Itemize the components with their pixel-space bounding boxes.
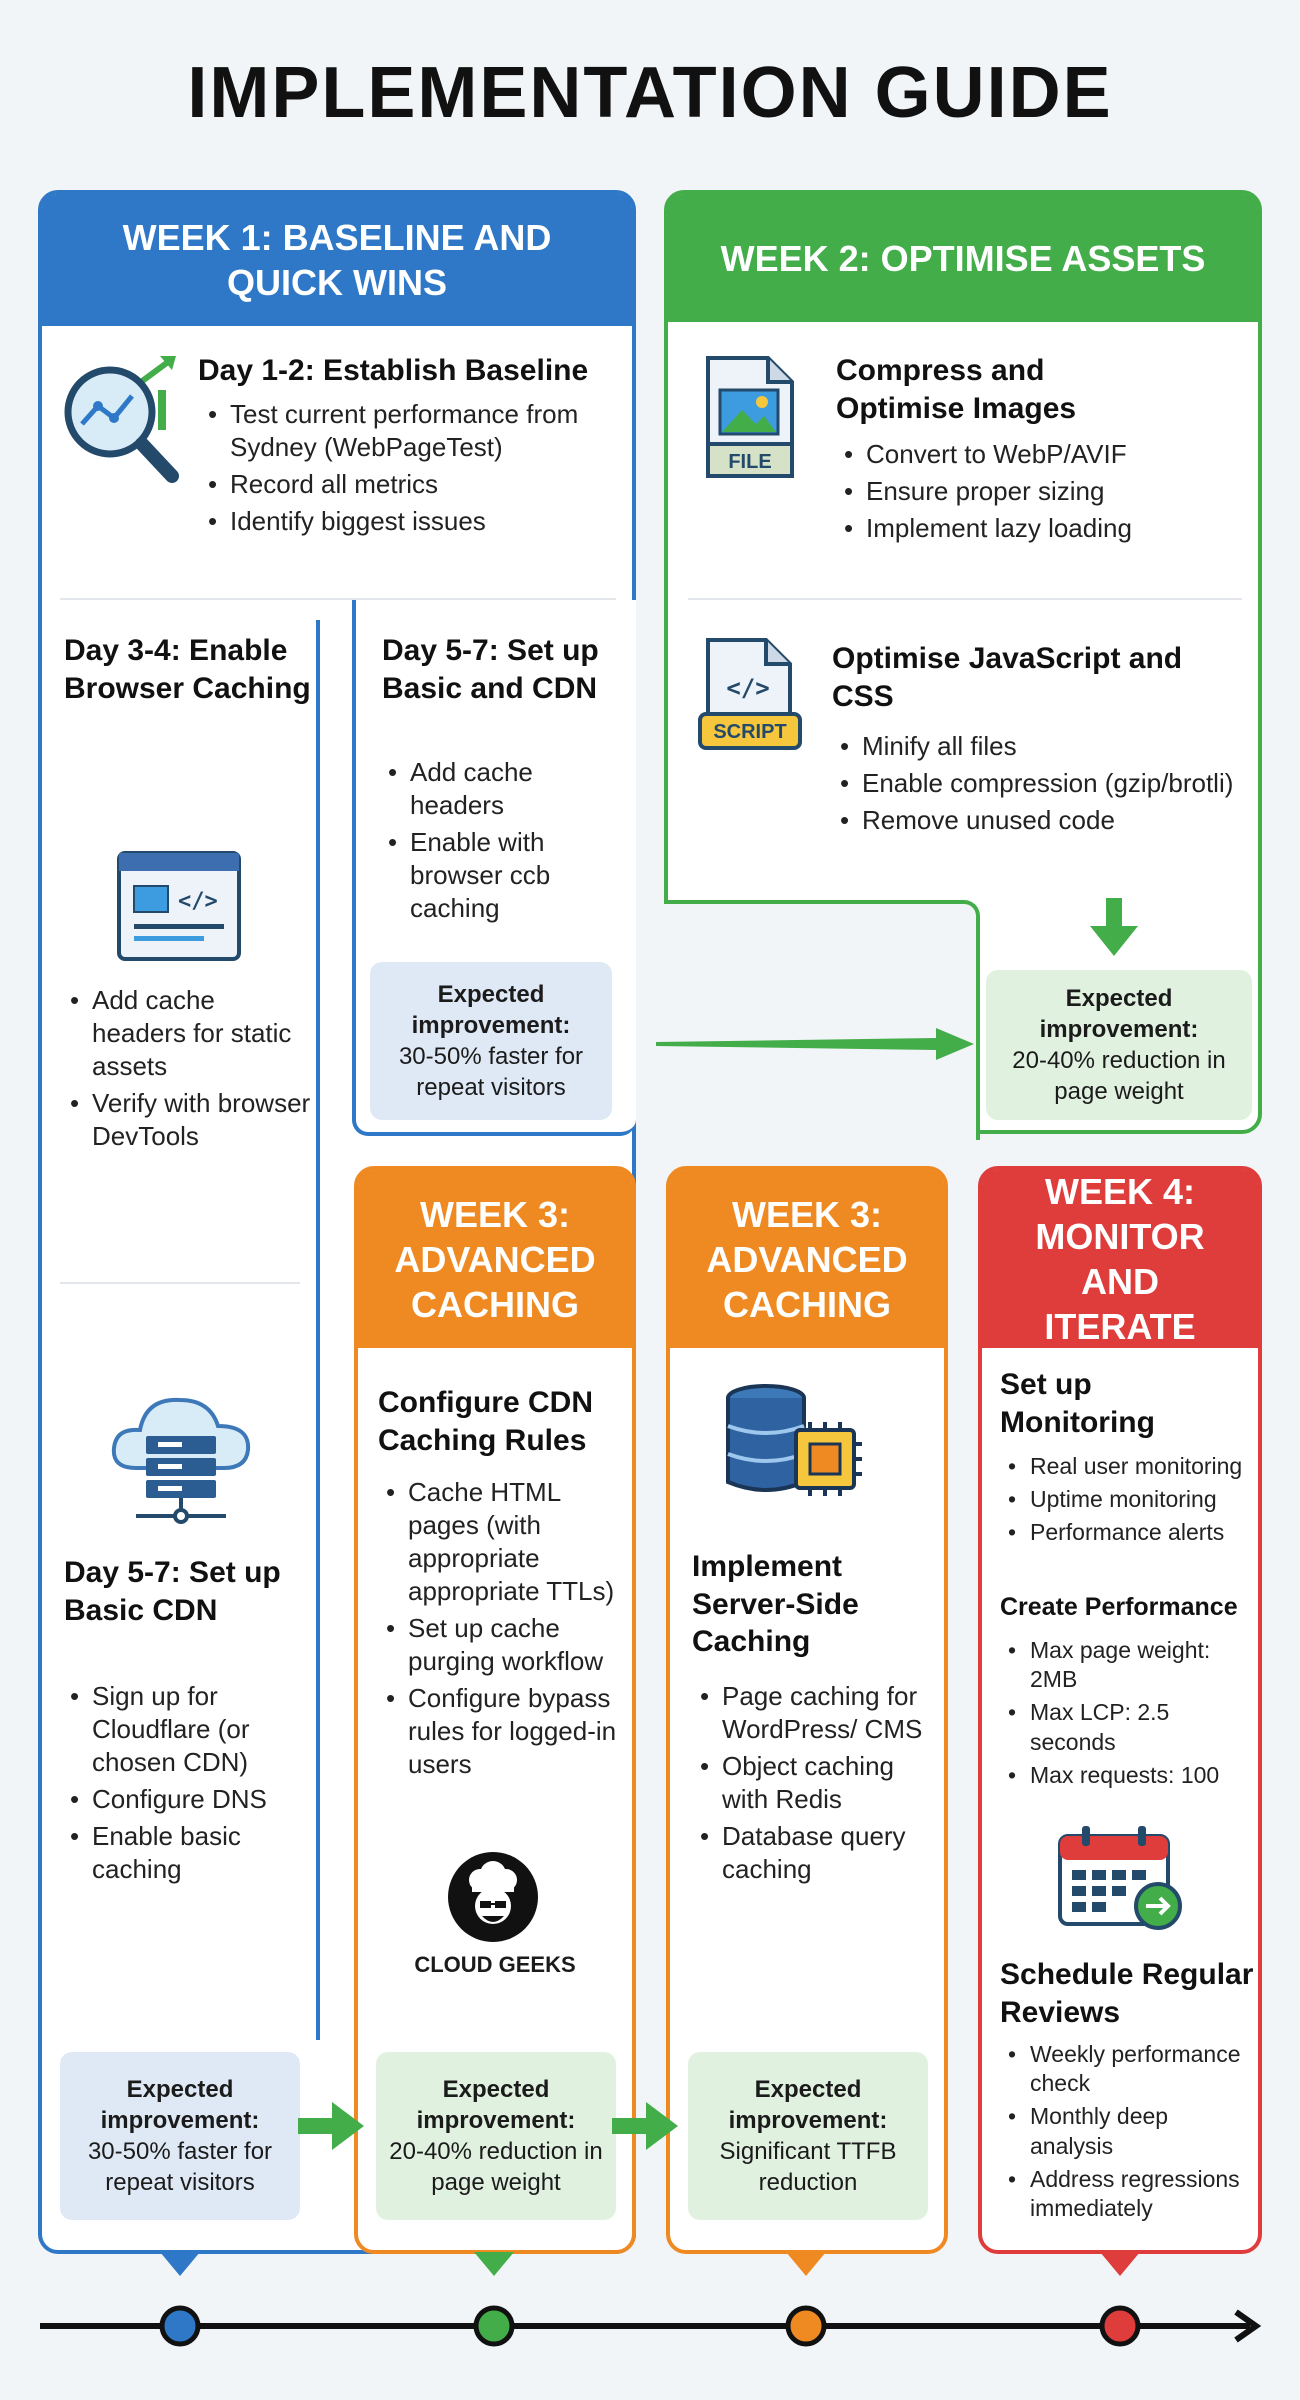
right-arrow-icon (656, 1028, 974, 1060)
day57a-expected: Expected improvement: 30-50% faster for … (370, 962, 612, 1120)
week4-header: WEEK 4: MONITOR AND ITERATE (982, 1170, 1258, 1348)
monitoring-list: Real user monitoring Uptime monitoring P… (1006, 1452, 1256, 1552)
list-item: Uptime monitoring (1006, 1485, 1256, 1514)
list-item: Max LCP: 2.5 seconds (1006, 1698, 1256, 1756)
monitoring-title: Set up Monitoring (1000, 1368, 1155, 1439)
file-icon-label: FILE (728, 451, 771, 473)
list-item: Real user monitoring (1006, 1452, 1256, 1481)
js-title: Optimise JavaScript and CSS (832, 642, 1183, 713)
cloud-geeks-logo (448, 1852, 538, 1942)
day12-title: Day 1-2: Establish Baseline (198, 354, 589, 387)
list-item: Minify all files (838, 730, 1258, 763)
list-item: Convert to WebP/AVIF (842, 438, 1242, 471)
week3b-expected: Expected improvement: Significant TTFB r… (688, 2052, 928, 2220)
svg-text:</>: </> (726, 674, 769, 702)
divider (60, 1282, 300, 1284)
week2-header: WEEK 2: OPTIMISE ASSETS (668, 194, 1258, 322)
calendar-icon (1058, 1826, 1182, 1930)
analytics-magnifier-icon (64, 356, 179, 483)
list-item: Page caching for WordPress/ CMS (698, 1680, 944, 1746)
svg-text:</>: </> (178, 889, 218, 914)
reviews-list: Weekly performance check Monthly deep an… (1006, 2040, 1256, 2227)
budgets-list: Max page weight: 2MB Max LCP: 2.5 second… (1006, 1636, 1256, 1794)
list-item: Sign up for Cloudflare (or chosen CDN) (68, 1680, 318, 1779)
list-item: Test current performance from Sydney (We… (206, 398, 626, 464)
day34-list: Add cache headers for static assets Veri… (68, 984, 316, 1157)
cloud-geeks-text: CLOUD GEEKS (414, 1952, 576, 1977)
browser-code-icon: </> (117, 851, 241, 961)
day34-title: Day 3-4: Enable Browser Caching (64, 634, 311, 705)
images-list: Convert to WebP/AVIF Ensure proper sizin… (842, 438, 1242, 549)
day57b-title: Day 5-7: Set up Basic CDN (64, 1556, 281, 1627)
week1-expected: Expected improvement: 30-50% faster for … (60, 2052, 300, 2220)
list-item: Address regressions immediately (1006, 2165, 1256, 2223)
list-item: Max page weight: 2MB (1006, 1636, 1256, 1694)
js-list: Minify all files Enable compression (gzi… (838, 730, 1258, 841)
week3a-expected: Expected improvement: 20-40% reduction i… (376, 2052, 616, 2220)
day57a-title: Day 5-7: Set up Basic and CDN (382, 634, 599, 705)
week2-notch-left (664, 880, 668, 904)
week2-expected: Expected improvement: 20-40% reduction i… (986, 970, 1252, 1120)
week1-header: WEEK 1: BASELINE AND QUICK WINS (42, 194, 632, 326)
list-item: Enable with browser ccb caching (386, 826, 626, 925)
database-chip-icon (726, 1384, 862, 1496)
week3b-title: Implement Server-Side Caching (692, 1550, 859, 1658)
right-arrow-icon (612, 2102, 678, 2150)
week3b-list: Page caching for WordPress/ CMS Object c… (698, 1680, 944, 1890)
week3a-list: Cache HTML pages (with appropriate appro… (384, 1476, 630, 1785)
list-item: Database query caching (698, 1820, 944, 1886)
list-item: Monthly deep analysis (1006, 2102, 1256, 2160)
list-item: Add cache headers (386, 756, 626, 822)
list-item: Identify biggest issues (206, 505, 626, 538)
page-title: IMPLEMENTATION GUIDE (187, 53, 1113, 133)
list-item: Enable basic caching (68, 1820, 318, 1886)
list-item: Max requests: 100 (1006, 1761, 1256, 1790)
script-file-icon: </> SCRIPT (698, 638, 802, 750)
list-item: Object caching with Redis (698, 1750, 944, 1816)
list-item: Weekly performance check (1006, 2040, 1256, 2098)
day12-list: Test current performance from Sydney (We… (206, 398, 626, 542)
day57b-list: Sign up for Cloudflare (or chosen CDN) C… (68, 1680, 318, 1890)
right-arrow-icon (298, 2102, 364, 2150)
list-item: Remove unused code (838, 804, 1258, 837)
reviews-title: Schedule Regular Reviews (1000, 1958, 1254, 2029)
week3b-header: WEEK 3: ADVANCED CACHING (670, 1170, 944, 1348)
divider (688, 598, 1242, 600)
week3a-title: Configure CDN Caching Rules (378, 1386, 593, 1457)
list-item: Cache HTML pages (with appropriate appro… (384, 1476, 630, 1608)
list-item: Enable compression (gzip/brotli) (838, 767, 1258, 800)
week1-inner-divider (316, 620, 320, 2040)
list-item: Configure bypass rules for logged-in use… (384, 1682, 630, 1781)
week2-notch (664, 900, 980, 1140)
cloud-server-icon (111, 1397, 251, 1524)
down-arrow-icon (1090, 898, 1138, 956)
list-item: Configure DNS (68, 1783, 318, 1816)
divider (60, 598, 616, 600)
day57a-list: Add cache headers Enable with browser cc… (386, 756, 626, 929)
timeline (40, 2252, 1262, 2347)
budgets-title: Create Performance (1000, 1593, 1238, 1621)
list-item: Verify with browser DevTools (68, 1087, 316, 1153)
image-file-icon: FILE (706, 356, 794, 478)
list-item: Record all metrics (206, 468, 626, 501)
list-item: Set up cache purging workflow (384, 1612, 630, 1678)
list-item: Implement lazy loading (842, 512, 1242, 545)
list-item: Performance alerts (1006, 1518, 1256, 1547)
script-icon-label: SCRIPT (713, 721, 786, 743)
week3a-header: WEEK 3: ADVANCED CACHING (358, 1170, 632, 1348)
list-item: Add cache headers for static assets (68, 984, 316, 1083)
images-title: Compress and Optimise Images (836, 354, 1077, 425)
list-item: Ensure proper sizing (842, 475, 1242, 508)
